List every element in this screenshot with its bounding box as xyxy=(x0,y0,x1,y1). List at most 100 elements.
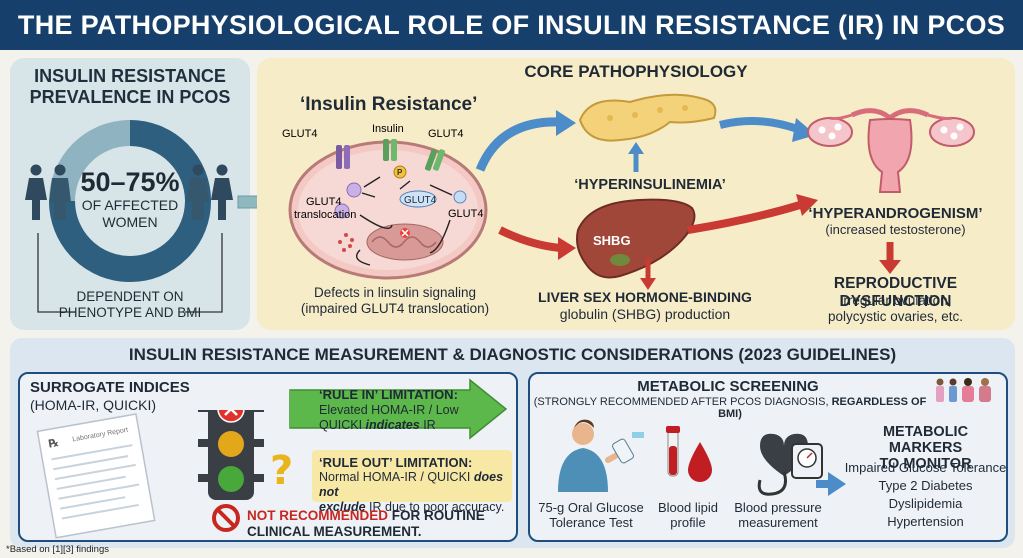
rule-out-text: Normal HOMA-IR / QUICKI does not exclude… xyxy=(319,470,514,515)
metabolic-graphic xyxy=(558,378,991,496)
metabolic-title: METABOLIC SCREENING xyxy=(637,378,819,395)
prevalence-subtext: OF AFFECTED WOMEN xyxy=(68,197,192,231)
metabolic-sub: (STRONGLY RECOMMENDED AFTER PCOS DIAGNOS… xyxy=(530,396,930,420)
hyperandrogenism-sub: (increased testosterone) xyxy=(825,222,966,237)
repro-line1: Irregular ovulation, xyxy=(839,293,952,308)
rule-in-line2a: QUICKI xyxy=(319,418,366,432)
women-icons-right xyxy=(187,164,233,220)
marker-item: Hypertension xyxy=(887,514,964,529)
blood-tube-icon xyxy=(666,426,680,477)
pancreas-icon xyxy=(578,93,717,142)
glut4-label-inner-right: GLUT4 xyxy=(448,208,483,220)
core-heading: CORE PATHOPHYSIOLOGY xyxy=(524,62,748,81)
arrow-down-repro xyxy=(879,260,901,274)
vesicle-icon xyxy=(453,190,467,204)
blood-pressure-icon xyxy=(757,433,823,496)
uterus-icon xyxy=(807,108,975,193)
insulin-resistance-title: ‘Insulin Resistance’ xyxy=(300,94,478,115)
donut-value-ring xyxy=(49,120,211,282)
translocation-label-2: translocation xyxy=(294,209,356,221)
defects-line2: (impaired GLUT4 translocation) xyxy=(300,301,490,316)
prevalence-title-line2: PREVALENCE IN PCOS xyxy=(29,87,231,107)
rule-in-line2b: indicates xyxy=(365,418,420,432)
page-title: THE PATHOPHYSIOLOGICAL ROLE OF INSULIN R… xyxy=(0,0,1023,50)
repro-line2: polycystic ovaries, etc. xyxy=(827,309,964,324)
translocation-label-1: GLUT4 xyxy=(306,196,341,208)
phosphate-label: P xyxy=(397,168,403,177)
test-ogtt: 75-g Oral Glucose Tolerance Test xyxy=(536,500,646,530)
rule-in-line1: Elevated HOMA-IR / Low xyxy=(319,403,459,417)
surrogate-sub: (HOMA-IR, QUICKI) xyxy=(30,397,156,413)
rule-in-line2c: IR xyxy=(419,418,436,432)
prevalence-dependency: DEPENDENT ON PHENOTYPE AND BMI xyxy=(38,289,222,321)
glucose-dots-icon xyxy=(338,233,354,252)
markers-title: METABOLIC MARKERS TO MONITOR xyxy=(848,424,1003,472)
liver-caption: LIVER SEX HORMONE-BINDING globulin (SHBG… xyxy=(510,289,780,323)
bracket-right xyxy=(185,233,223,313)
rule-in-text: Elevated HOMA-IR / Low QUICKI indicates … xyxy=(319,403,489,433)
rule-out-line1b: does not xyxy=(319,470,504,499)
vesicle-icon xyxy=(334,203,350,219)
prevalence-graphic xyxy=(25,120,233,313)
glut4-label-left: GLUT4 xyxy=(282,128,317,140)
defects-line1: Defects in linsulin signaling xyxy=(313,285,477,300)
liver-line2: globulin (SHBG) production xyxy=(559,306,731,322)
lab-report-icon: ℞ Laboratory Report xyxy=(36,413,156,539)
prevalence-title-line1: INSULIN RESISTANCE xyxy=(34,66,226,86)
markers-title-line1: METABOLIC MARKERS xyxy=(882,424,969,456)
prevalence-dep-line1: DEPENDENT ON xyxy=(76,289,184,304)
rule-out-line1a: Normal HOMA-IR / QUICKI xyxy=(319,470,474,484)
arrow-down-shbg xyxy=(640,278,656,290)
organ-flow-graphic: SHBG xyxy=(475,93,975,290)
cell-diagram: P GLUT4 GLUT4 Insulin GLUT4 GLUT4 transl… xyxy=(282,123,488,280)
glucose-meter-icon xyxy=(612,432,644,464)
shbg-label: SHBG xyxy=(593,233,631,248)
test-ogtt-line2: Tolerance Test xyxy=(549,515,633,530)
defects-caption: Defects in linsulin signaling (impaired … xyxy=(283,285,507,317)
metabolic-sub-b: REGARDLESS OF BMI) xyxy=(718,396,927,420)
insulin-label: Insulin xyxy=(372,123,404,135)
insulin-receptor-icon xyxy=(383,139,397,161)
bracket-left xyxy=(37,233,75,313)
arrow-liver-to-hyperandrogenism xyxy=(687,201,802,234)
markers-title-line2: TO MONITOR xyxy=(879,456,972,472)
not-recommended-text: NOT RECOMMENDED FOR ROUTINE CLINICAL MEA… xyxy=(247,508,517,540)
vesicle-icon xyxy=(346,182,362,198)
marker-item: Impaired Glucose Tolerance xyxy=(844,460,1007,475)
rule-in-arrow xyxy=(289,378,508,440)
glut4-receptor-left-icon xyxy=(336,145,350,169)
liver-icon xyxy=(576,198,696,279)
rule-out-line2b: IR due to poor accuracy. xyxy=(365,500,505,514)
repro-sub: Irregular ovulation, polycystic ovaries,… xyxy=(778,293,1013,325)
glut4-receptor-right-icon xyxy=(424,149,446,171)
test-ogtt-line1: 75-g Oral Glucose xyxy=(538,500,644,515)
arrow-up-hyperinsulinemia xyxy=(628,142,644,154)
surrogate-graphic: ℞ Laboratory Report xyxy=(36,410,264,539)
rule-in-title: ‘RULE IN’ LIMITATION: xyxy=(319,387,458,402)
glut4-mid-label: GLUT4 xyxy=(404,195,437,206)
prevalence-title: INSULIN RESISTANCE PREVALENCE IN PCOS xyxy=(18,66,242,108)
women-group-icon xyxy=(936,378,991,402)
rx-symbol-icon: ℞ xyxy=(48,437,60,451)
prevalence-sub-line2: WOMEN xyxy=(102,214,158,230)
not-recommended-red: NOT RECOMMENDED xyxy=(247,508,388,523)
arrow-pancreas-to-uterus xyxy=(719,117,802,134)
glut4-mid-badge xyxy=(399,190,437,208)
prevalence-percent: 50–75% xyxy=(80,167,180,197)
phosphate-icon xyxy=(393,165,407,179)
prevalence-dep-line2: PHENOTYPE AND BMI xyxy=(58,305,202,320)
rule-out-title: ‘RULE OUT’ LIMITATION: xyxy=(319,455,473,470)
marker-item: Type 2 Diabetes xyxy=(878,478,973,493)
marker-item: Dyslipidemia xyxy=(888,496,963,511)
hyperinsulinemia-label: ‘HYPERINSULINEMIA’ xyxy=(574,177,726,193)
not-recommended-icon xyxy=(212,504,240,532)
glut4-label-right: GLUT4 xyxy=(428,128,463,140)
prevalence-sub-line1: OF AFFECTED xyxy=(81,197,179,213)
test-bp-line2: measurement xyxy=(738,515,818,530)
test-bp: Blood pressure measurement xyxy=(728,500,828,530)
hyperandrogenism-label: ‘HYPERANDROGENISM’ xyxy=(808,205,983,222)
women-icons-left xyxy=(25,164,71,220)
test-lipid-line1: Blood lipid xyxy=(658,500,718,515)
liver-line1: LIVER SEX HORMONE-BINDING xyxy=(538,289,752,305)
test-bp-line1: Blood pressure xyxy=(734,500,822,515)
